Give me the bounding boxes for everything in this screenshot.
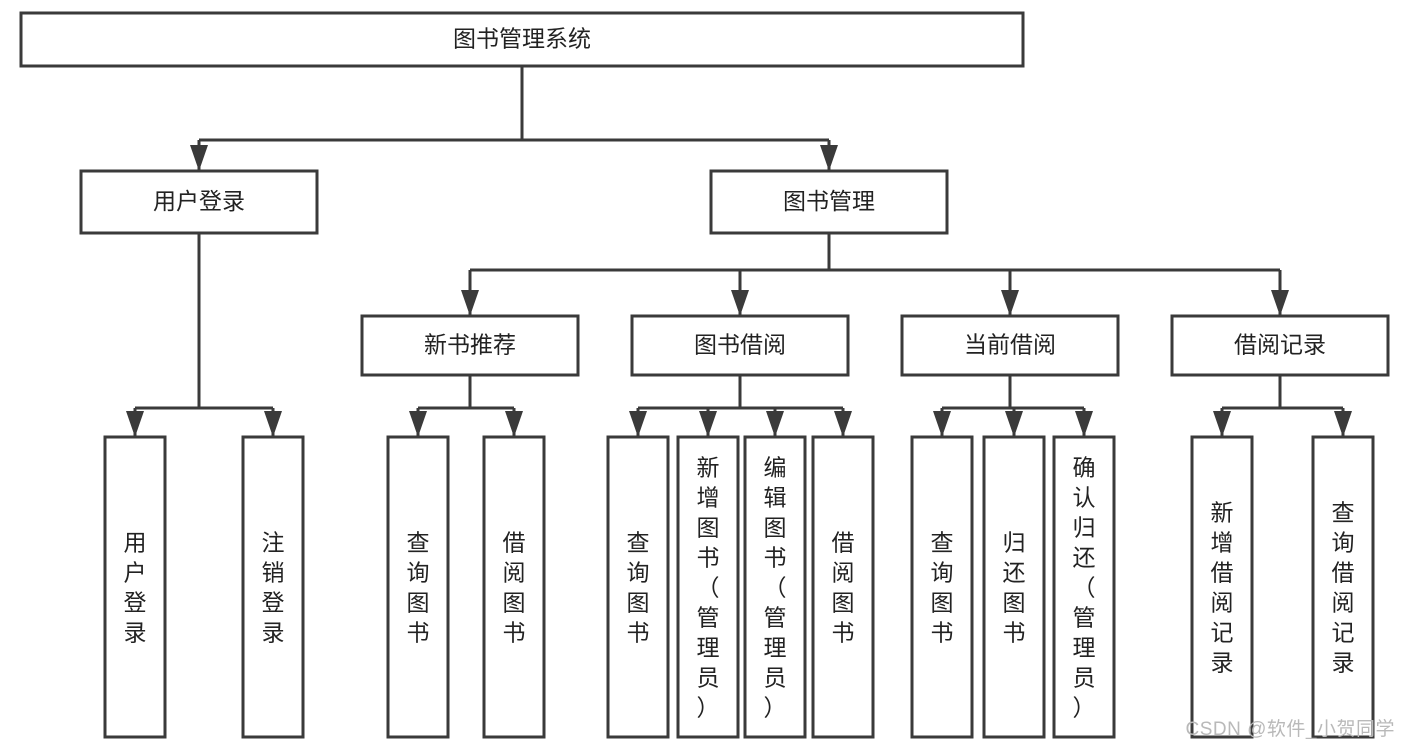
node-leaf-borrow-book[interactable]: 借阅图书 — [811, 435, 875, 739]
node-leaf-return-book[interactable]: 归还图书 — [982, 435, 1046, 739]
node-layer: 图书管理系统用户登录图书管理新书推荐图书借阅当前借阅借阅记录用户登录注销登录查询… — [19, 11, 1390, 739]
node-label: 当前借阅 — [964, 332, 1056, 358]
node-book-borrow[interactable]: 图书借阅 — [630, 314, 850, 377]
connector-group — [461, 233, 1289, 316]
node-label: 查询图书 — [407, 529, 430, 645]
connector-group — [126, 233, 282, 437]
node-box[interactable] — [900, 314, 1120, 377]
node-box[interactable] — [982, 435, 1046, 739]
node-borrow-record[interactable]: 借阅记录 — [1170, 314, 1390, 377]
node-label: 图书管理 — [783, 188, 875, 214]
node-box[interactable] — [743, 435, 807, 739]
node-box[interactable] — [709, 169, 949, 235]
connector-group — [933, 375, 1093, 437]
node-label: 图书借阅 — [694, 332, 786, 358]
node-user-login[interactable]: 用户登录 — [79, 169, 319, 235]
node-leaf-query-book-current[interactable]: 查询图书 — [910, 435, 974, 739]
node-label: 确认归还（管理员） — [1073, 454, 1096, 720]
node-label: 编辑图书（管理员） — [764, 454, 787, 720]
node-box[interactable] — [1190, 435, 1254, 739]
node-label: 新增图书（管理员） — [697, 454, 720, 720]
node-box[interactable] — [606, 435, 670, 739]
node-label: 借阅记录 — [1234, 332, 1326, 358]
node-label: 用户登录 — [124, 529, 147, 645]
node-label: 查询借阅记录 — [1332, 499, 1355, 675]
node-box[interactable] — [1311, 435, 1375, 739]
node-leaf-add-borrow-record[interactable]: 新增借阅记录 — [1190, 435, 1254, 739]
node-label: 新书推荐 — [424, 332, 516, 358]
node-box[interactable] — [386, 435, 450, 739]
node-box[interactable] — [79, 169, 319, 235]
node-label: 借阅图书 — [503, 529, 526, 645]
node-label: 借阅图书 — [832, 529, 855, 645]
node-box[interactable] — [630, 314, 850, 377]
node-box[interactable] — [1052, 435, 1116, 739]
node-label: 图书管理系统 — [453, 26, 591, 52]
connector-group — [409, 375, 523, 437]
node-leaf-add-book[interactable]: 新增图书（管理员） — [676, 435, 740, 739]
node-box[interactable] — [103, 435, 167, 739]
node-label: 新增借阅记录 — [1211, 499, 1234, 675]
node-leaf-logout[interactable]: 注销登录 — [241, 435, 305, 739]
node-box[interactable] — [19, 11, 1025, 68]
connector-group — [1213, 375, 1352, 437]
node-box[interactable] — [1170, 314, 1390, 377]
connector-group — [190, 66, 838, 171]
node-new-book-recommend[interactable]: 新书推荐 — [360, 314, 580, 377]
node-root[interactable]: 图书管理系统 — [19, 11, 1025, 68]
node-box[interactable] — [910, 435, 974, 739]
node-leaf-user-login[interactable]: 用户登录 — [103, 435, 167, 739]
connector-layer — [126, 66, 1352, 437]
node-box[interactable] — [811, 435, 875, 739]
node-leaf-query-borrow-record[interactable]: 查询借阅记录 — [1311, 435, 1375, 739]
node-box[interactable] — [482, 435, 546, 739]
node-leaf-confirm-return[interactable]: 确认归还（管理员） — [1052, 435, 1116, 739]
node-label: 查询图书 — [627, 529, 650, 645]
node-book-management[interactable]: 图书管理 — [709, 169, 949, 235]
node-box[interactable] — [360, 314, 580, 377]
node-box[interactable] — [676, 435, 740, 739]
connector-group — [629, 375, 852, 437]
node-label: 注销登录 — [262, 529, 285, 645]
node-leaf-edit-book[interactable]: 编辑图书（管理员） — [743, 435, 807, 739]
node-current-borrow[interactable]: 当前借阅 — [900, 314, 1120, 377]
node-label: 用户登录 — [153, 188, 245, 214]
node-label: 归还图书 — [1003, 529, 1026, 645]
node-box[interactable] — [241, 435, 305, 739]
node-leaf-query-book-borrow[interactable]: 查询图书 — [606, 435, 670, 739]
node-label: 查询图书 — [931, 529, 954, 645]
node-leaf-borrow-book-new[interactable]: 借阅图书 — [482, 435, 546, 739]
node-leaf-query-book-new[interactable]: 查询图书 — [386, 435, 450, 739]
